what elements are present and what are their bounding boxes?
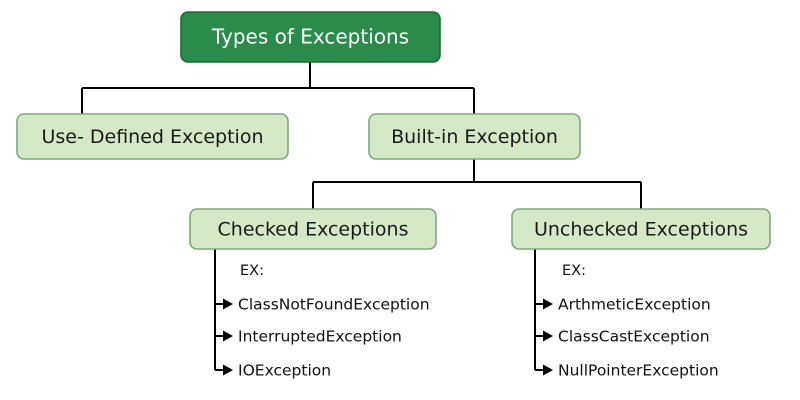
node-user-defined-exception-label: Use- Defined Exception [41, 126, 263, 148]
node-unchecked-exceptions[interactable]: Unchecked Exceptions [511, 208, 771, 250]
arrow-right-icon [223, 364, 233, 376]
node-checked-exceptions-shape [189, 208, 437, 250]
leaf-item-label: NullPointerException [558, 362, 719, 380]
arrow-right-icon [543, 298, 553, 310]
node-types-of-exceptions[interactable]: Types of Exceptions [180, 11, 441, 63]
node-built-in-exception-shape [368, 113, 581, 160]
leaf-group-checked-examples: EX: ClassNotFoundExceptionInterruptedExce… [214, 249, 430, 380]
ex-label-checked-examples: EX: [240, 263, 264, 279]
arrow-right-icon [223, 298, 233, 310]
arrow-right-icon [223, 330, 233, 342]
node-checked-exceptions[interactable]: Checked Exceptions [189, 208, 437, 250]
node-types-of-exceptions-shape [180, 11, 441, 63]
leaf-item-label: ArthmeticException [558, 296, 711, 314]
connector-builtin-to-level3 [312, 159, 642, 209]
leaf-item-label: ClassCastException [558, 328, 710, 346]
node-checked-exceptions-label: Checked Exceptions [218, 219, 409, 241]
arrow-right-icon [543, 330, 553, 342]
node-built-in-exception-label: Built-in Exception [391, 126, 558, 148]
leaf-item-label: InterruptedException [238, 328, 402, 346]
ex-label-unchecked-examples: EX: [562, 263, 586, 279]
node-built-in-exception[interactable]: Built-in Exception [368, 113, 581, 160]
leaf-item-label: ClassNotFoundException [238, 296, 430, 314]
leaf-groups-layer: EX: ClassNotFoundExceptionInterruptedExce… [214, 249, 719, 380]
node-user-defined-exception-shape [16, 113, 289, 160]
node-user-defined-exception[interactable]: Use- Defined Exception [16, 113, 289, 160]
arrow-right-icon [543, 364, 553, 376]
node-unchecked-exceptions-shape [511, 208, 771, 250]
leaf-group-unchecked-examples: EX: ArthmeticExceptionClassCastExceptionN… [534, 249, 719, 380]
leaf-item-label: IOException [238, 362, 331, 380]
node-unchecked-exceptions-label: Unchecked Exceptions [534, 219, 748, 241]
node-types-of-exceptions-label: Types of Exceptions [211, 25, 409, 49]
connector-root-to-level2 [81, 62, 475, 114]
